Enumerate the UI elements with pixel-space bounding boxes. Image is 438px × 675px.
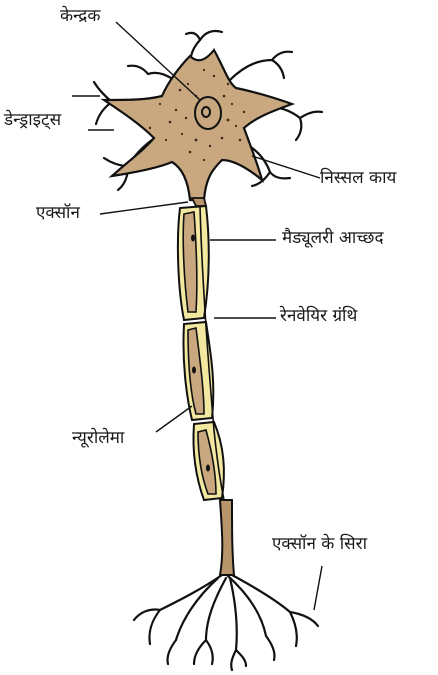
label-node-of-ranvier: रेनवेयिर ग्रंथि [280, 308, 357, 325]
cell-body [104, 50, 292, 200]
nucleus [195, 97, 221, 129]
label-neurolemma: न्यूरोलेमा [72, 430, 124, 447]
label-nucleus: केन्द्रक [60, 8, 100, 25]
label-axon: एक्सॉन [36, 205, 80, 222]
axon-terminals [134, 575, 318, 670]
axon [220, 500, 234, 575]
label-axon-terminal: एक्सॉन के सिरा [272, 536, 367, 553]
label-myelin-sheath: मैड्यूलरी आच्छद [282, 230, 384, 247]
label-dendrites: डेन्ड्राइट्स [4, 112, 61, 129]
label-nissl-bodies: निस्सल काय [320, 170, 396, 187]
axon-hillock [192, 198, 206, 206]
